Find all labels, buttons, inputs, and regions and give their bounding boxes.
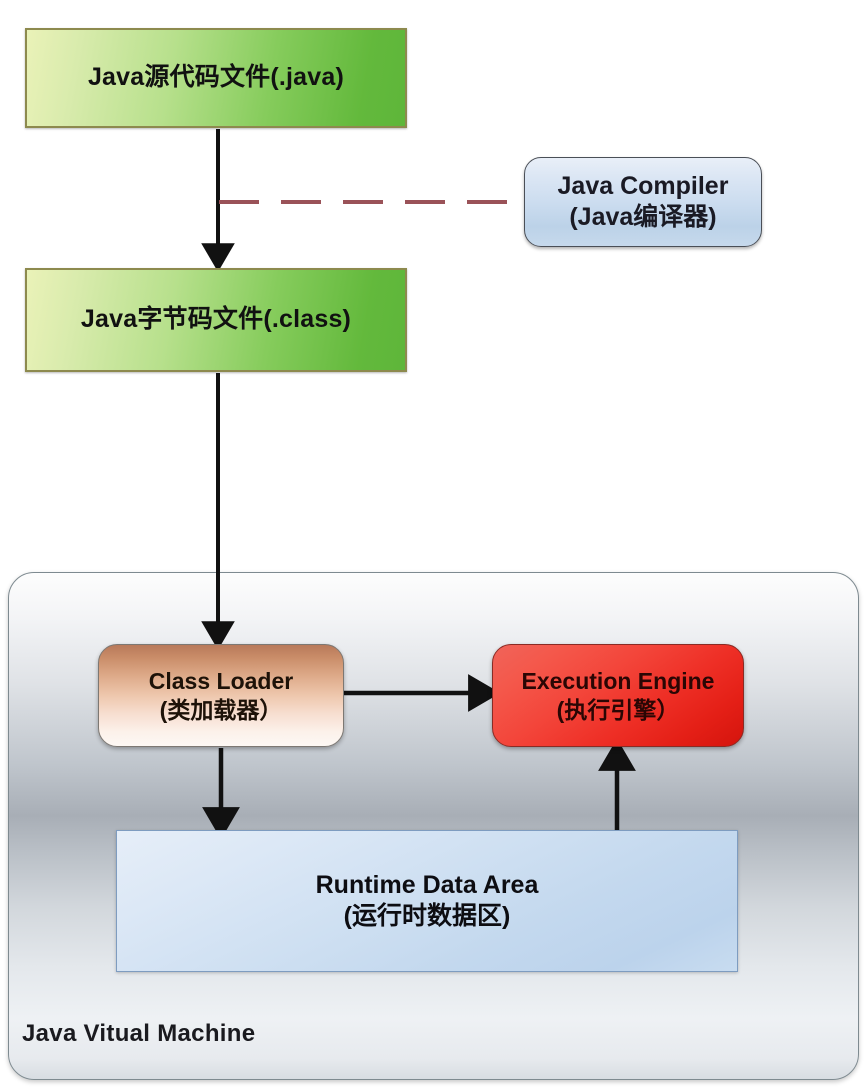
node-class-loader-label-zh: (类加载器） [159, 696, 283, 723]
node-java-bytecode-file[interactable]: Java字节码文件(.class) [25, 268, 407, 372]
node-java-bytecode-file-label: Java字节码文件(.class) [80, 305, 352, 334]
node-execution-engine[interactable]: Execution Engine (执行引擎） [492, 644, 744, 747]
node-execution-engine-label-en: Execution Engine [521, 667, 715, 694]
node-runtime-data-area-label-zh: (运行时数据区) [343, 902, 511, 930]
node-class-loader[interactable]: Class Loader (类加载器） [98, 644, 344, 747]
node-runtime-data-area-label-en: Runtime Data Area [315, 870, 539, 899]
node-java-compiler-label-zh: (Java编译器) [569, 203, 717, 231]
node-java-compiler[interactable]: Java Compiler (Java编译器) [524, 157, 762, 247]
node-java-source-file-label: Java源代码文件(.java) [87, 63, 345, 92]
node-java-source-file[interactable]: Java源代码文件(.java) [25, 28, 407, 128]
node-class-loader-label-en: Class Loader [148, 667, 294, 694]
node-runtime-data-area[interactable]: Runtime Data Area (运行时数据区) [116, 830, 738, 972]
node-execution-engine-label-zh: (执行引擎） [556, 696, 680, 723]
jvm-container-label: Java Vitual Machine [22, 1020, 256, 1047]
node-java-compiler-label-en: Java Compiler [557, 171, 729, 200]
